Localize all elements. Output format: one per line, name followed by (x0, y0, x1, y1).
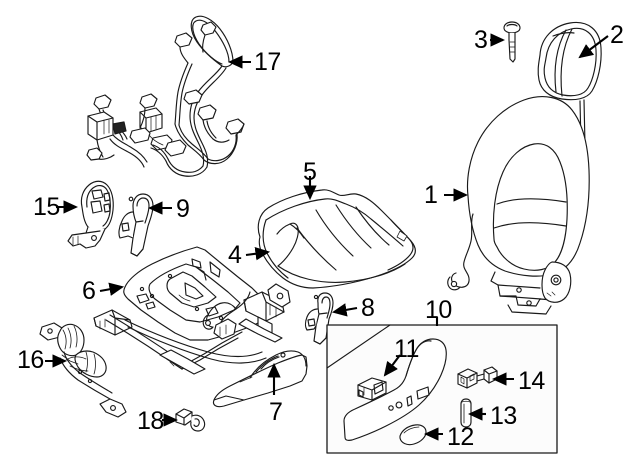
callout-3-headrest-guide-bolt: 3 (474, 26, 488, 54)
part-seat-track-adjuster-frame (93, 246, 291, 375)
callout-6-seat-track-adjuster: 6 (82, 277, 96, 305)
callout-14-connector: 14 (518, 367, 545, 395)
part-lumbar-support-knob (67, 180, 114, 249)
callout-8-seat-belt-guide: 8 (361, 294, 375, 322)
part-seat-back-assembly (447, 96, 590, 315)
part-headrest-guide-bolt (503, 21, 521, 63)
part-retaining-clip (175, 408, 206, 432)
callout-5-seat-cushion-cover: 5 (303, 158, 317, 186)
callout-17-seat-wire-harness: 17 (254, 48, 281, 76)
part-power-seat-switch (357, 377, 387, 401)
callout-16-seat-height-motor: 16 (17, 346, 44, 374)
part-seat-belt-guide-bracket (304, 292, 334, 345)
callout-2-headrest: 2 (610, 21, 624, 49)
part-outer-side-shield-detail (343, 338, 447, 441)
callout-12-cover-cap: 12 (447, 423, 474, 451)
callout-10-detail-inset: 10 (425, 296, 452, 324)
part-inner-side-shield (212, 350, 308, 408)
callout-18-clip: 18 (137, 407, 164, 435)
callout-11-power-seat-switch: 11 (394, 335, 419, 363)
part-seat-wire-harness (86, 15, 245, 177)
callout-13-plug: 13 (490, 402, 517, 430)
callout-4-seat-cushion-pad: 4 (228, 241, 242, 269)
part-seat-height-adjuster-motor (39, 322, 127, 418)
part-recliner-handle (118, 193, 154, 257)
callout-7-inner-side-shield: 7 (269, 398, 283, 426)
part-seat-cushion (257, 189, 416, 289)
callout-9-recliner-handle: 9 (176, 195, 190, 223)
part-connector-assembly (457, 366, 498, 389)
callout-15-lumbar-support-knob: 15 (33, 193, 60, 221)
callout-1-seat-back-assembly: 1 (424, 181, 438, 209)
